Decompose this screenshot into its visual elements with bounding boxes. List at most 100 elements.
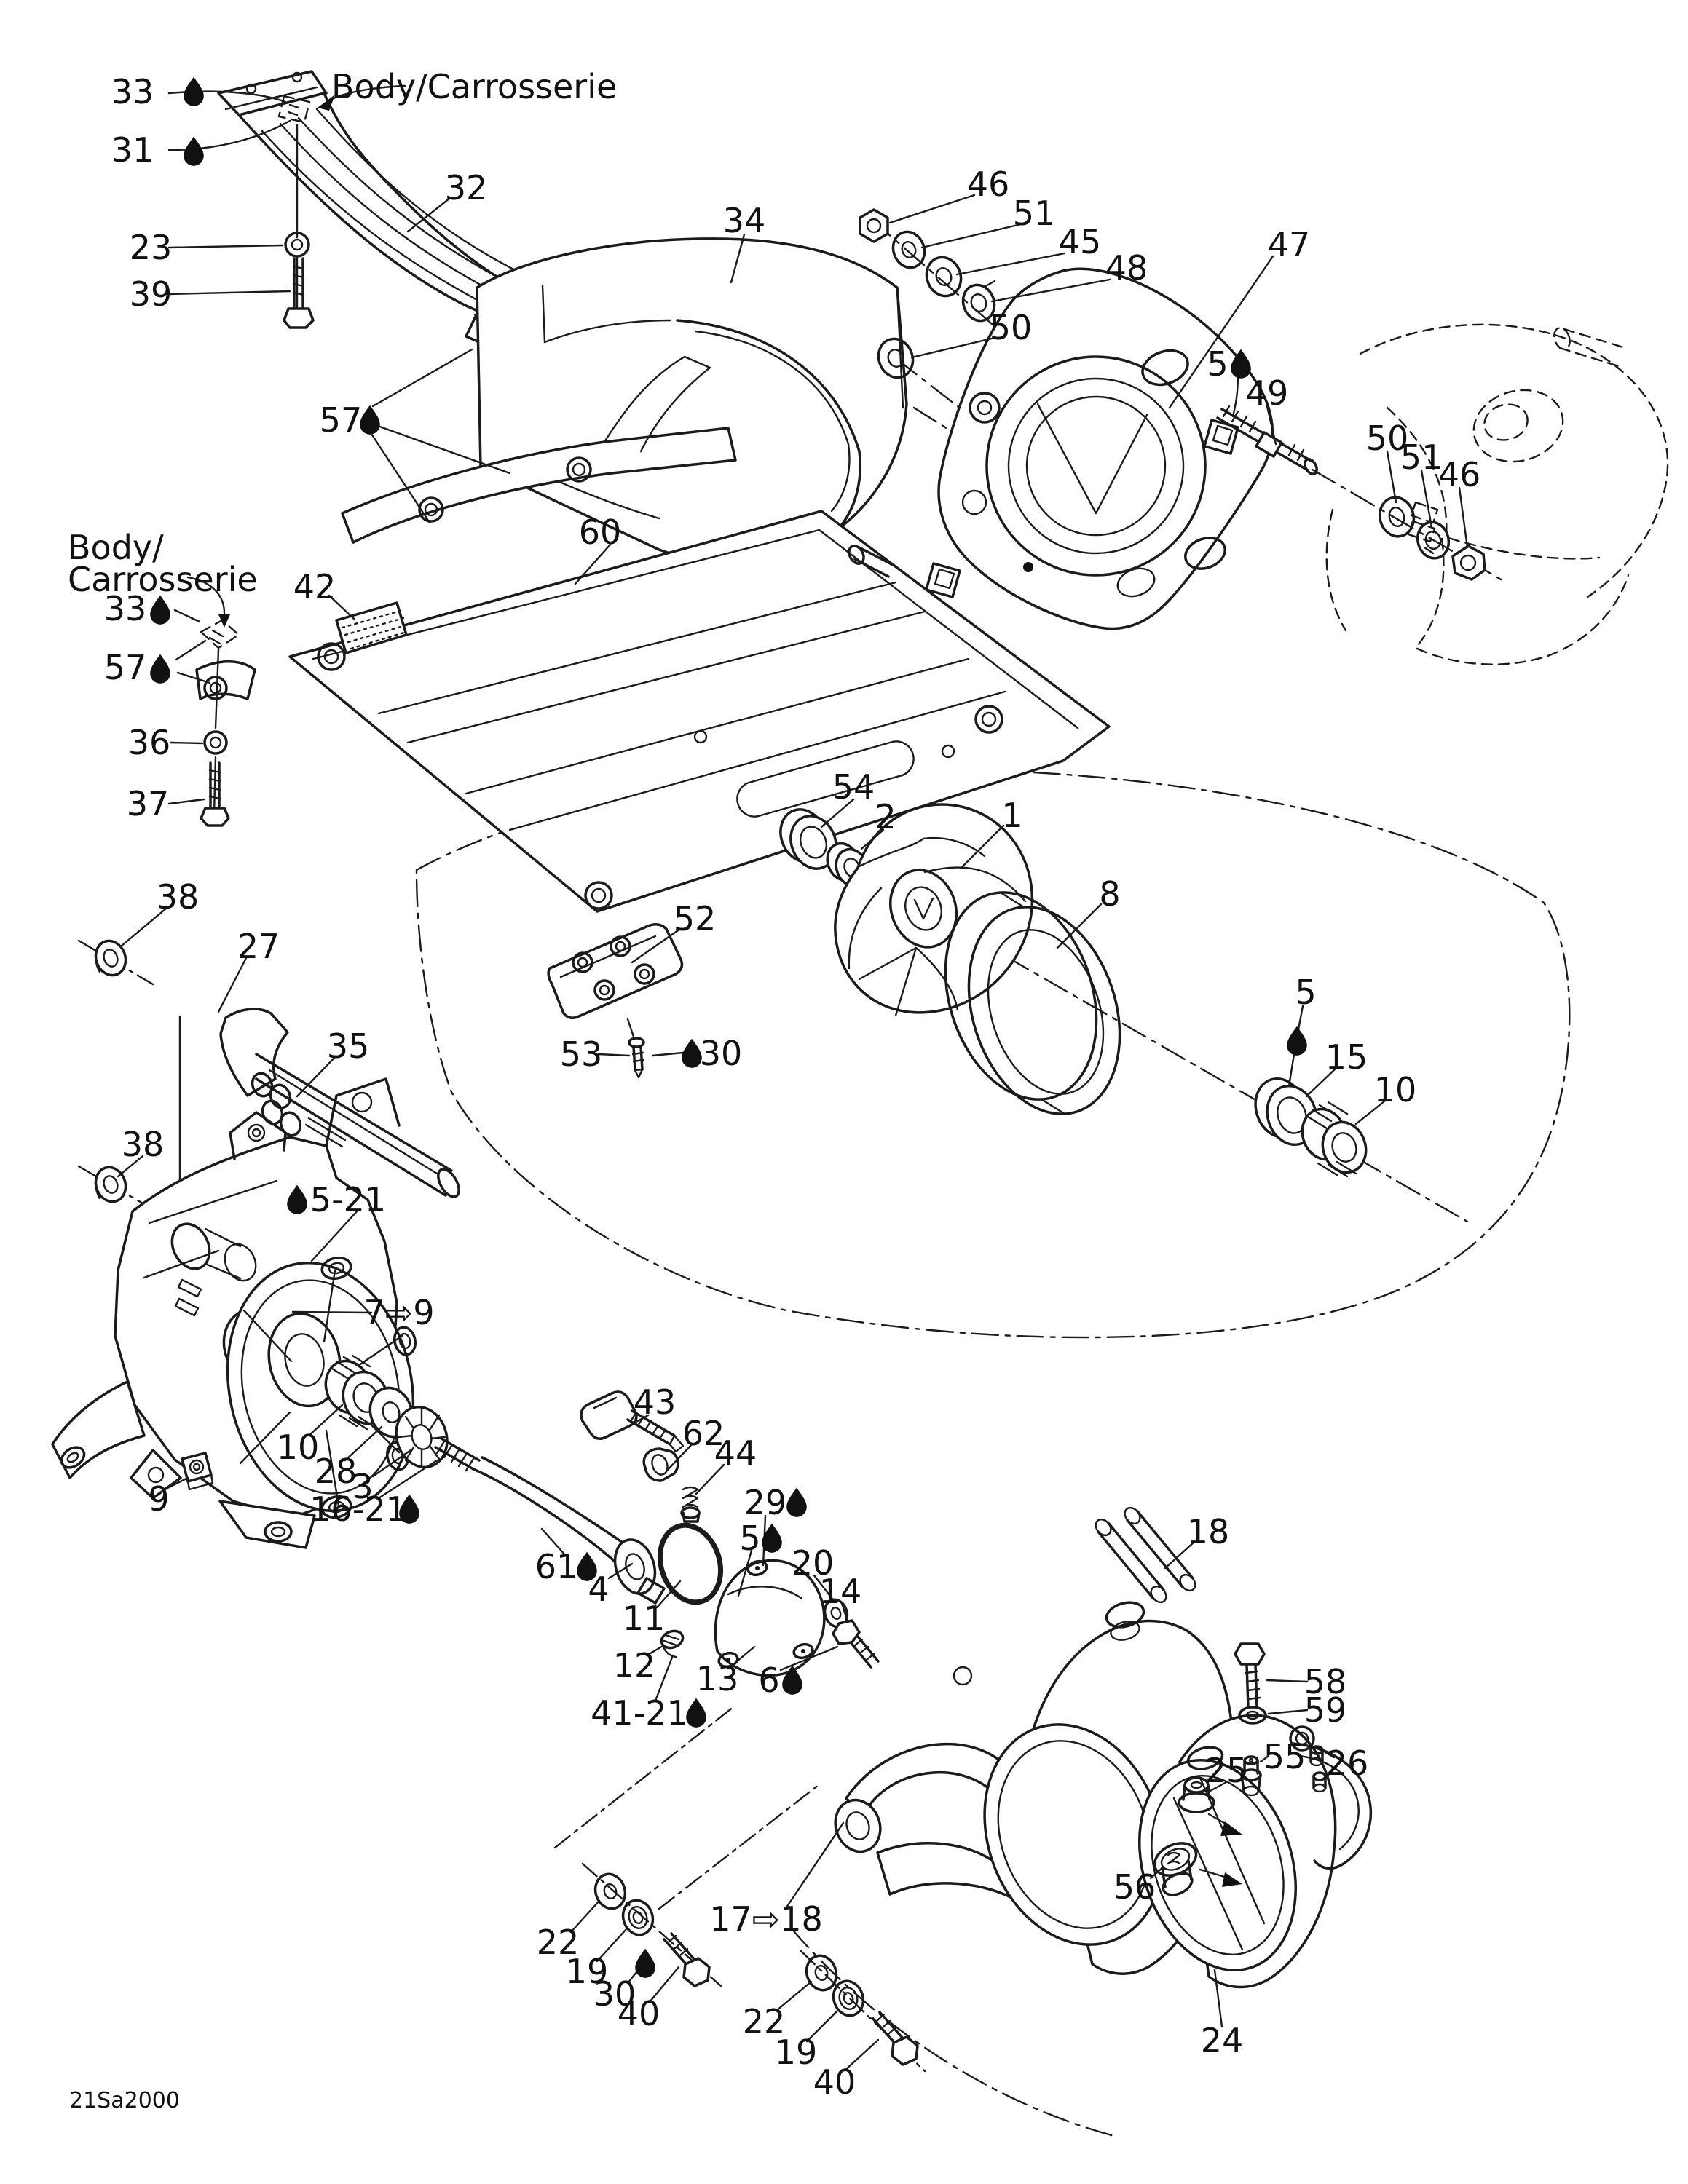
callout-38: 38 <box>122 1125 165 1164</box>
oil-droplet-icon <box>1231 349 1251 379</box>
reverse-gate-ghost <box>1325 323 1669 665</box>
plug-56 <box>1153 1842 1242 1896</box>
callout-24: 24 <box>1201 2021 1244 2060</box>
callout-57: 57 <box>104 648 147 687</box>
seal-15 <box>1254 1077 1318 1147</box>
grommet-38-lower <box>94 1166 127 1203</box>
callout-16-21: 16-21 <box>309 1489 407 1529</box>
callout-42: 42 <box>293 567 336 606</box>
bolt-58-washer-59 <box>1234 1642 1267 1725</box>
callout-62: 62 <box>682 1414 725 1453</box>
oil-droplet-icon <box>360 405 380 435</box>
grommet-38-upper <box>94 939 127 977</box>
callout-3: 3 <box>352 1467 373 1506</box>
cone-13 <box>714 1559 826 1677</box>
stud-and-nuts <box>1216 405 1486 581</box>
callout-9: 9 <box>148 1479 169 1519</box>
callout-52: 52 <box>674 899 717 938</box>
impeller-1 <box>834 803 1034 1017</box>
callout-7⇨9: 7⇨9 <box>363 1293 434 1332</box>
callout-4: 4 <box>588 1570 609 1609</box>
callout-8: 8 <box>1099 874 1120 914</box>
needle-bearing-10 <box>1301 1101 1368 1178</box>
callout-31: 31 <box>111 130 154 170</box>
callout-41-21: 41-21 <box>591 1693 688 1733</box>
callout-10: 10 <box>1374 1070 1417 1109</box>
anode-52 <box>547 923 684 1079</box>
callout-19: 19 <box>566 1952 609 1991</box>
callout-51: 51 <box>1013 194 1056 233</box>
callout-19: 19 <box>775 2033 818 2072</box>
callout-59: 59 <box>1304 1690 1347 1730</box>
bolt-14 <box>832 1619 880 1669</box>
callout-50: 50 <box>1366 419 1409 458</box>
callout-30: 30 <box>593 1974 636 2014</box>
oil-droplet-icon <box>682 1038 702 1068</box>
seal-54 <box>779 808 837 870</box>
callout-45: 45 <box>1059 222 1102 261</box>
fastener-group-right <box>805 1954 919 2066</box>
callout-15: 15 <box>1325 1037 1368 1077</box>
fitting-55 <box>1240 1755 1262 1797</box>
oil-droplet-icon <box>762 1523 782 1553</box>
diagram-code: 21Sa2000 <box>69 2088 180 2113</box>
callout-labels: 3331322339344651454847505495051465742335… <box>104 72 1481 2102</box>
body-carrosserie-top: Body/Carrosserie <box>331 67 617 106</box>
o-ring-11 <box>657 1522 724 1605</box>
body-patch-top <box>277 95 315 329</box>
callout-46: 46 <box>1438 455 1481 494</box>
body-left-line1: Body/ <box>68 528 164 567</box>
callout-2: 2 <box>875 797 896 836</box>
oil-droplet-icon <box>184 76 204 106</box>
callout-12: 12 <box>613 1646 656 1685</box>
callout-44: 44 <box>714 1433 757 1473</box>
inlet-scoop <box>476 237 908 562</box>
callout-32: 32 <box>445 168 488 207</box>
oil-droplet-icon <box>635 1948 655 1978</box>
leader-lines <box>117 84 1469 2072</box>
grommet-25 <box>1178 1776 1242 1836</box>
o-rings-35 <box>251 1072 302 1137</box>
callout-38: 38 <box>157 877 200 917</box>
oil-droplet-icon <box>287 1184 307 1214</box>
oil-droplet-icon <box>399 1494 419 1524</box>
callout-6: 6 <box>758 1661 779 1700</box>
callout-13: 13 <box>696 1659 739 1698</box>
body-left-line2: Carrosserie <box>68 560 258 599</box>
callout-48: 48 <box>1105 248 1148 288</box>
callout-18: 18 <box>1187 1512 1230 1551</box>
callout-5: 5 <box>739 1519 760 1558</box>
grip-strip <box>335 601 408 654</box>
callout-46: 46 <box>967 165 1010 204</box>
callout-29: 29 <box>744 1483 787 1522</box>
plug-12 <box>660 1629 685 1658</box>
venturi-body <box>953 1601 1235 1975</box>
callout-28: 28 <box>315 1452 358 1491</box>
oil-droplet-icon <box>150 654 170 684</box>
callout-54: 54 <box>832 767 875 807</box>
spring-screw-44 <box>680 1486 701 1523</box>
pump-housing <box>51 1077 417 1549</box>
pins-26 <box>1309 1745 1327 1793</box>
oil-droplet-icon <box>577 1551 597 1581</box>
ride-plate <box>195 355 1111 913</box>
callout-34: 34 <box>723 201 766 240</box>
callout-53: 53 <box>560 1034 603 1074</box>
callout-58: 58 <box>1304 1662 1347 1701</box>
callout-60: 60 <box>579 513 622 552</box>
keeper-bolt-43 <box>580 1390 685 1453</box>
oil-droplet-icon <box>1287 1026 1307 1056</box>
oil-droplet-icon <box>686 1698 706 1728</box>
callout-5-21: 5-21 <box>310 1180 386 1219</box>
callout-33: 33 <box>111 72 154 111</box>
tube-assembly-27 <box>173 1008 460 1213</box>
callout-1: 1 <box>1001 796 1022 835</box>
callout-47: 47 <box>1268 225 1311 264</box>
clip-62 <box>642 1447 679 1482</box>
callout-40: 40 <box>813 2062 856 2102</box>
callout-27: 27 <box>237 927 280 966</box>
rods-18 <box>1095 1506 1196 1604</box>
shaft-stack <box>324 1354 666 1605</box>
square-nut-9 <box>181 1452 214 1491</box>
callout-23: 23 <box>130 228 173 267</box>
